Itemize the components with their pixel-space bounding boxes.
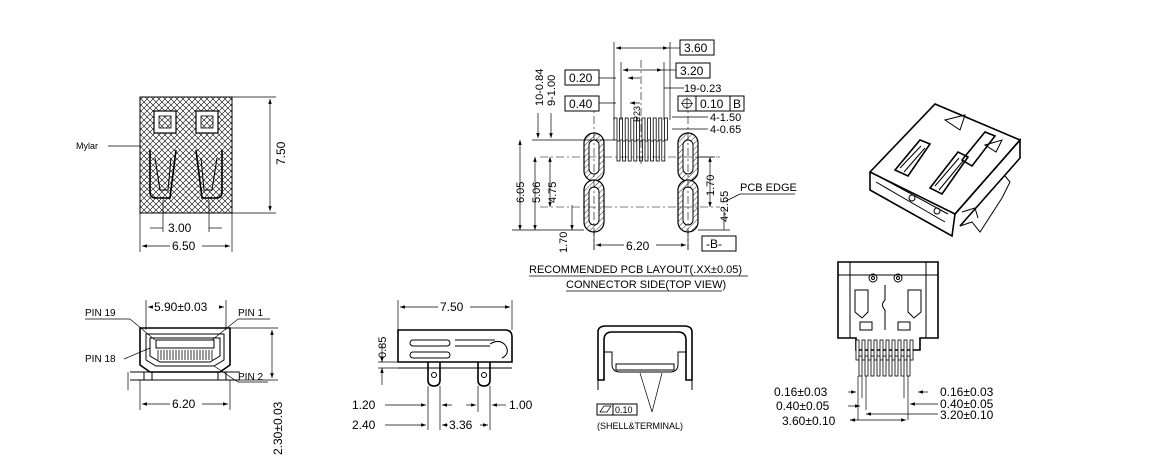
pin-pad <box>655 140 660 162</box>
pin-pad <box>664 117 668 141</box>
end-view: 5.90±0.03 PIN 19 PIN 18 PIN 1 PIN 2 6.20… <box>85 299 285 455</box>
front-inner-width-dim: 3.00 <box>168 221 192 235</box>
pin-pad <box>873 339 878 361</box>
pin-pad <box>903 339 908 361</box>
bottom-view: 0.16±0.03 0.40±0.05 3.60±0.10 0.16±0.03 … <box>774 261 994 428</box>
bottom-right-dim-2: 0.40±0.05 <box>940 397 994 411</box>
pcb-right-dim-1: 1.70 <box>705 175 717 196</box>
pin-pad <box>647 117 651 141</box>
pin19-label: PIN 19 <box>85 308 116 319</box>
side-dim-3: 2.40 <box>352 418 376 432</box>
pin-marker-label: P23 <box>632 106 642 122</box>
front-view: Mylar 7.50 3.00 6.50 <box>76 96 288 253</box>
bottom-right-dim-3: 3.20±0.10 <box>940 408 994 422</box>
rear-note: (SHELL&TERMINAL) <box>597 421 683 431</box>
end-top-dim: 5.90±0.03 <box>154 300 208 314</box>
pin-pad <box>619 117 623 141</box>
end-view-pins <box>157 350 213 360</box>
side-view: 7.50 0.85 1.20 1.00 2.40 3.36 <box>352 299 533 432</box>
pcb-slot-bottom-dim: 4-0.65 <box>710 124 741 136</box>
pin-pad <box>897 339 902 361</box>
pin-pad <box>876 355 881 377</box>
pcb-slot-top-dim: 4-1.50 <box>710 112 741 124</box>
front-height-dim: 7.50 <box>274 141 288 165</box>
pin-pad <box>624 117 629 141</box>
pcb-bottom-width-dim: 6.20 <box>626 239 650 253</box>
side-height-dim: 0.85 <box>377 337 389 358</box>
side-dim-2: 1.00 <box>509 398 533 412</box>
pcb-pin-span-dim: 3.20 <box>680 64 704 78</box>
pin-pad <box>613 117 618 141</box>
datum-b: -B- <box>706 237 722 251</box>
pin-pad <box>630 117 635 141</box>
bottom-left-dim-3: 3.60±0.10 <box>782 414 836 428</box>
pin-pad <box>641 117 646 141</box>
pin-pad <box>661 140 666 162</box>
pin-pad <box>909 339 914 361</box>
pin-pad <box>861 339 866 361</box>
pcb-pin-count-dim-1: 10-0.84 <box>534 69 546 106</box>
pin-pad <box>644 140 649 162</box>
pin-pad <box>627 140 632 162</box>
end-bottom-dim: 6.20 <box>172 397 196 411</box>
pin-pad <box>658 117 663 141</box>
side-dim-1: 1.20 <box>352 398 376 412</box>
pin-pad <box>894 355 899 377</box>
pin-pad <box>652 117 657 141</box>
pcb-left-dim-1: 6.05 <box>515 182 527 203</box>
bottom-right-dim-1: 0.16±0.03 <box>940 385 994 399</box>
rear-flatness-value: 0.10 <box>615 405 633 415</box>
side-length-dim: 7.50 <box>440 300 464 314</box>
pin-pad <box>622 140 626 162</box>
side-dim-4: 3.36 <box>449 418 473 432</box>
pcb-pad-pitch-dim: 0.40 <box>569 97 593 111</box>
pcb-pin-range-dim: 19-0.23 <box>684 83 721 95</box>
pin-pad <box>858 355 863 377</box>
tolerance-datum: B <box>733 97 741 111</box>
pcb-right-dim-2: 4-2.55 <box>719 191 731 222</box>
pcb-bottom-left-dim: 1.70 <box>558 232 570 253</box>
pcb-left-dim-2: 5.06 <box>531 182 543 203</box>
pin-pad <box>650 140 654 162</box>
pcb-edge-label: PCB EDGE <box>740 182 797 194</box>
bottom-left-dim-2: 0.40±0.05 <box>776 399 830 413</box>
pin2-label: PIN 2 <box>238 372 263 383</box>
mylar-label: Mylar <box>76 141 98 151</box>
pin-pad <box>906 355 911 377</box>
pin-pad <box>891 339 896 361</box>
pin-pad <box>888 355 893 377</box>
pcb-top-pitch-dim: 3.60 <box>684 41 708 55</box>
pin-pad <box>879 339 884 361</box>
pin-pad <box>870 355 875 377</box>
bottom-view-pins <box>855 339 914 377</box>
end-height-dim: 2.30±0.03 <box>271 401 285 455</box>
pin-pad <box>867 339 872 361</box>
rear-view: 0.10 (SHELL&TERMINAL) <box>596 325 693 431</box>
front-outer-width-dim: 6.50 <box>172 239 196 253</box>
pin18-label: PIN 18 <box>85 354 116 365</box>
pin-pad <box>882 355 887 377</box>
pin-pad <box>636 117 640 141</box>
isometric-view <box>868 103 1022 238</box>
pcb-layout-view: 3.60 3.20 0.20 0.40 P23 19-0.23 0.10 B 4… <box>512 39 797 292</box>
tolerance-value: 0.10 <box>700 97 724 111</box>
pin-pad <box>633 140 638 162</box>
pin-pad <box>855 339 860 361</box>
pin-pad <box>885 339 890 361</box>
pcb-caption-1: RECOMMENDED PCB LAYOUT(.XX±0.05) <box>529 264 742 276</box>
pin-pad <box>616 140 621 162</box>
pin-pad <box>864 355 869 377</box>
bottom-left-dim-1: 0.16±0.03 <box>774 385 828 399</box>
pcb-caption-2: CONNECTOR SIDE(TOP VIEW) <box>566 279 726 291</box>
pin1-label: PIN 1 <box>238 308 263 319</box>
pin-pad <box>900 355 905 377</box>
pcb-left-dim-3: 4.75 <box>547 182 559 203</box>
pcb-pad-width-dim: 0.20 <box>569 71 593 85</box>
pcb-pin-count-dim-2: 9-1.00 <box>546 75 558 106</box>
